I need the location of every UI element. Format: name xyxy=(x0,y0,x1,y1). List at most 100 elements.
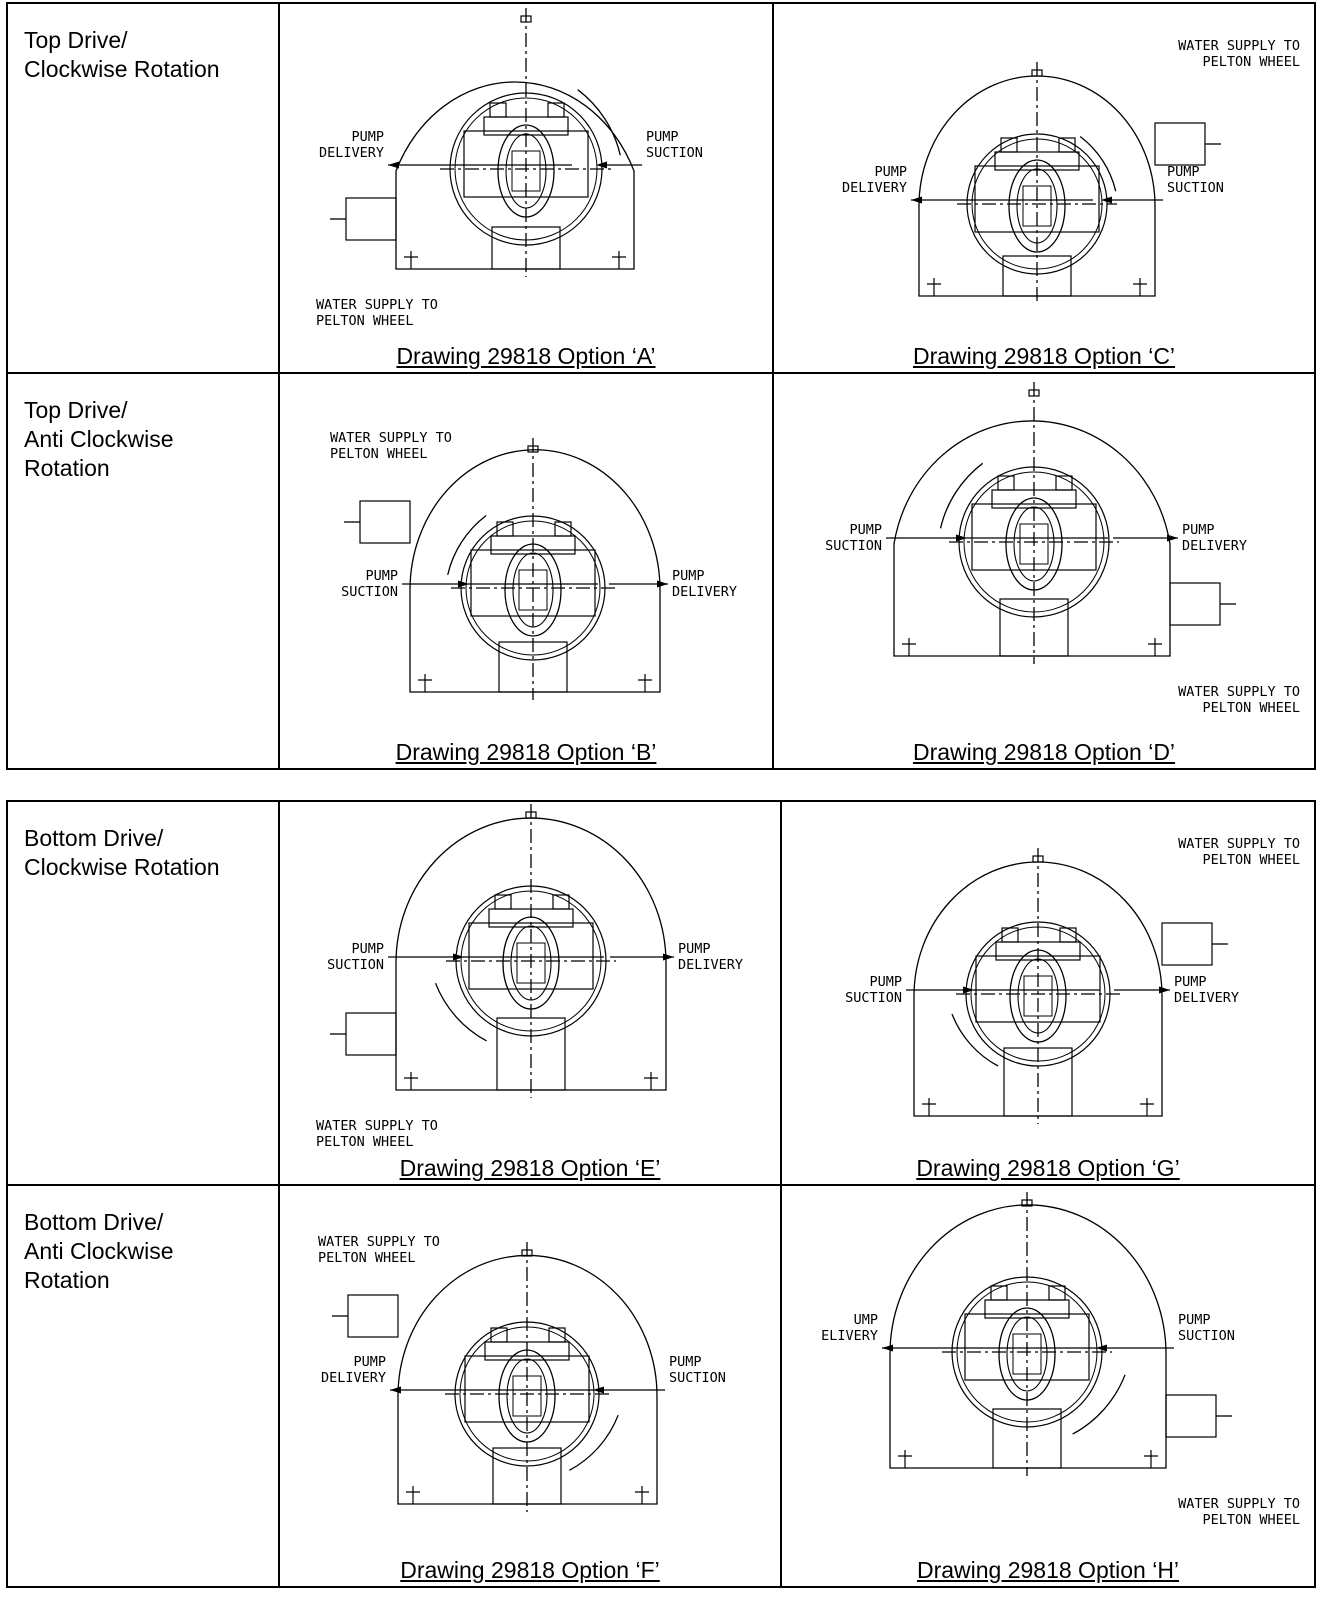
foot-bracket-left xyxy=(404,251,418,269)
suction-arrow xyxy=(963,986,974,994)
water-inlet-nozzle xyxy=(345,1012,397,1056)
rotation-arrow xyxy=(1072,1374,1126,1435)
foot-bracket-left xyxy=(404,1072,418,1090)
delivery-arrow xyxy=(663,953,674,961)
drawing-caption: Drawing 29818 Option ‘F’ xyxy=(400,1557,660,1583)
bolt xyxy=(552,894,570,910)
foot-bracket-right xyxy=(638,674,652,692)
pump-housing xyxy=(409,449,661,693)
bolt xyxy=(554,521,572,537)
drawing-caption: Drawing 29818 Option ‘D’ xyxy=(912,739,1176,765)
row-label-cell: Top Drive/Clockwise Rotation xyxy=(6,2,280,374)
water-inlet-nozzle xyxy=(345,197,397,241)
row-label: Bottom Drive/Clockwise Rotation xyxy=(24,825,220,880)
drawing-caption: Drawing 29818 Option ‘E’ xyxy=(399,1155,661,1181)
delivery-arrow xyxy=(911,196,922,204)
water-inlet-nozzle xyxy=(1154,122,1206,166)
port-grid xyxy=(1022,185,1052,227)
bolt xyxy=(990,1285,1008,1301)
bolt xyxy=(490,1327,508,1343)
delivery-arrow xyxy=(390,1386,401,1394)
bolt xyxy=(548,1327,566,1343)
delivery-arrow xyxy=(882,1344,893,1352)
delivery-arrow xyxy=(388,161,399,169)
suction-arrow xyxy=(453,953,464,961)
row-label: Top Drive/Clockwise Rotation xyxy=(24,27,220,82)
bolt xyxy=(1001,927,1019,943)
pump-body xyxy=(975,955,1101,1023)
drawing-caption: Drawing 29818 Option ‘G’ xyxy=(916,1155,1180,1181)
bolt xyxy=(997,475,1015,491)
foot-bracket-left xyxy=(418,674,432,692)
foot-bracket-left xyxy=(406,1486,420,1504)
foot-bracket-left xyxy=(902,638,916,656)
suction-arrow xyxy=(458,580,469,588)
rotation-arrow xyxy=(1079,135,1117,192)
delivery-arrow xyxy=(1159,986,1170,994)
foot-bracket-left xyxy=(922,1098,936,1116)
drawing-caption: Drawing 29818 Option ‘H’ xyxy=(916,1557,1180,1583)
pump-housing xyxy=(395,81,635,270)
rotation-arrow xyxy=(939,462,984,529)
water-inlet-nozzle xyxy=(359,500,411,544)
drawing-caption: Drawing 29818 Option ‘B’ xyxy=(395,739,657,765)
suction-arrow xyxy=(593,1386,604,1394)
drawing-caption: Drawing 29818 Option ‘A’ xyxy=(396,343,656,369)
bolt xyxy=(496,521,514,537)
rotation-arrow xyxy=(447,515,487,575)
pump-head xyxy=(490,535,576,555)
drive-pedestal xyxy=(999,598,1069,657)
port-oval xyxy=(1008,159,1066,253)
pump-housing xyxy=(889,1204,1167,1469)
foot-bracket-right xyxy=(635,1486,649,1504)
port-oval-inner xyxy=(506,1358,548,1434)
water-inlet-nozzle xyxy=(347,1294,399,1338)
suction-arrow xyxy=(956,534,967,542)
foot-bracket-right xyxy=(644,1072,658,1090)
bolt xyxy=(1000,137,1018,153)
bolt xyxy=(1058,137,1076,153)
rotation-arrow xyxy=(569,1414,619,1471)
bolt xyxy=(489,102,507,118)
